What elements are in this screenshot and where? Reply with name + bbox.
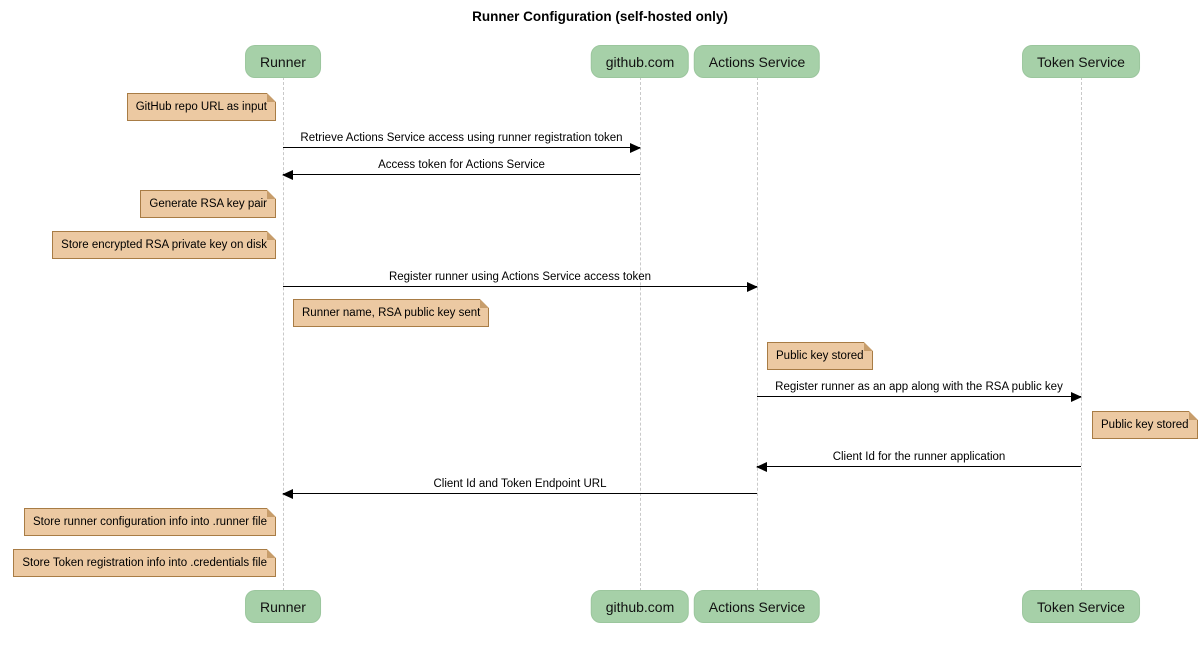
message-access-token-returned: Access token for Actions Service [282,158,640,180]
message-line [756,462,1081,472]
participant-token-service-bottom: Token Service [1022,590,1140,623]
lifeline-runner [283,77,284,591]
arrowhead-right-icon [630,143,641,153]
message-line [282,170,640,180]
arrowhead-right-icon [1071,392,1082,402]
participant-runner-bottom: Runner [245,590,321,623]
note-public-key-stored-actions: Public key stored [767,342,873,370]
message-line [283,143,641,153]
arrowhead-left-icon [756,462,767,472]
lifeline-actions-service [757,77,758,591]
message-line [282,489,757,499]
message-line [283,282,758,292]
note-public-key-stored-token: Public key stored [1092,411,1198,439]
participant-github-bottom: github.com [590,590,690,623]
arrowhead-right-icon [747,282,758,292]
message-register-runner: Register runner using Actions Service ac… [283,270,758,292]
participant-runner-top: Runner [245,45,321,78]
arrowhead-left-icon [282,489,293,499]
diagram-title: Runner Configuration (self-hosted only) [472,9,728,24]
participant-actions-service-bottom: Actions Service [693,590,821,623]
message-label: Retrieve Actions Service access using ru… [300,132,623,144]
note-store-private-key: Store encrypted RSA private key on disk [52,231,276,259]
message-label: Register runner as an app along with the… [775,381,1063,393]
note-store-runner-file: Store runner configuration info into .ru… [24,508,276,536]
participant-token-service-top: Token Service [1022,45,1140,78]
message-label: Client Id and Token Endpoint URL [433,478,607,490]
message-label: Client Id for the runner application [832,451,1006,463]
participant-github-top: github.com [590,45,690,78]
lifeline-github [640,77,641,591]
participant-actions-service-top: Actions Service [693,45,821,78]
arrowhead-left-icon [282,170,293,180]
note-github-repo-url: GitHub repo URL as input [126,93,277,121]
note-store-credentials-file: Store Token registration info into .cred… [13,549,276,577]
note-runner-name-sent: Runner name, RSA public key sent [293,299,490,327]
message-register-app: Register runner as an app along with the… [757,380,1082,402]
message-client-id-returned: Client Id for the runner application [756,450,1081,472]
message-line [757,392,1082,402]
note-generate-rsa-key: Generate RSA key pair [140,190,276,218]
message-label: Register runner using Actions Service ac… [388,271,652,283]
message-retrieve-actions-access: Retrieve Actions Service access using ru… [283,131,641,153]
lifeline-token-service [1081,77,1082,591]
message-client-id-endpoint: Client Id and Token Endpoint URL [282,477,757,499]
message-label: Access token for Actions Service [378,159,545,171]
